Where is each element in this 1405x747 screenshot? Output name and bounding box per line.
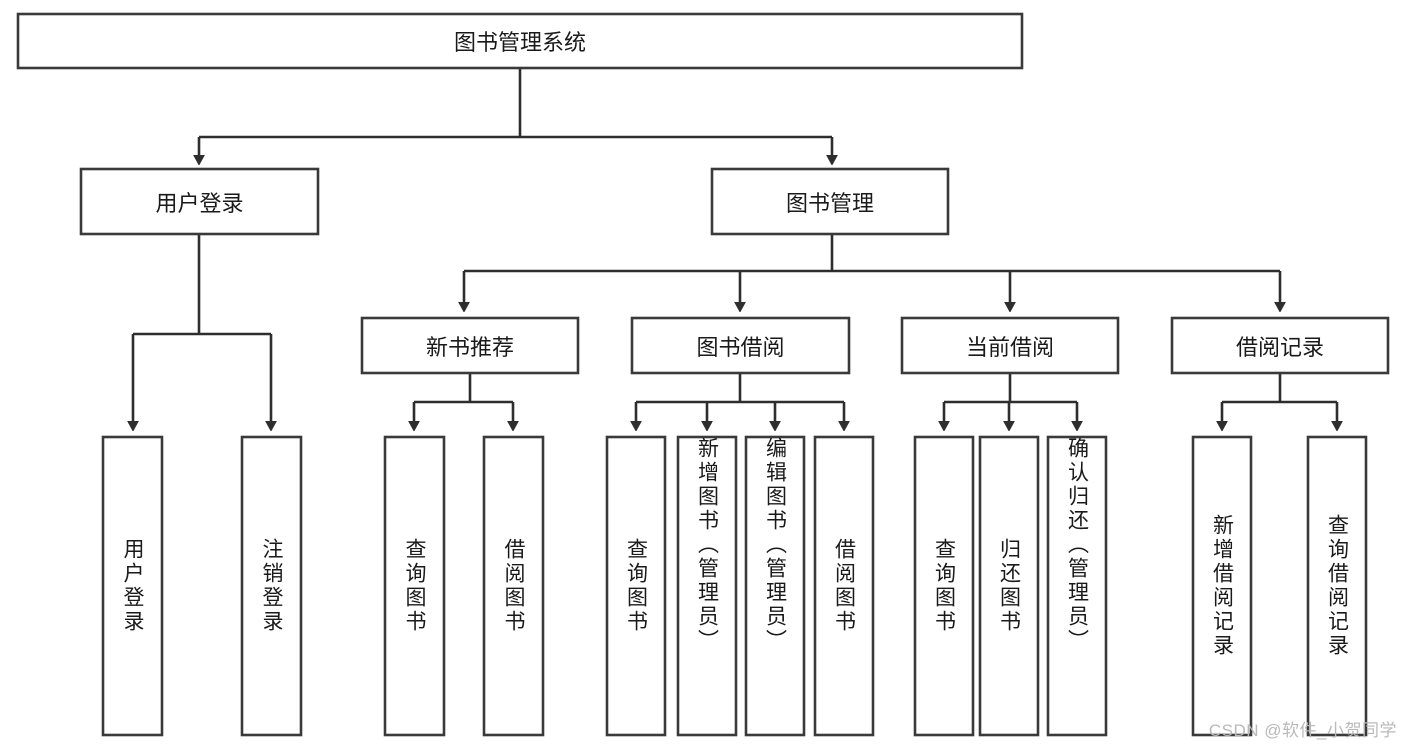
csdn-watermark: CSDN @软件_小贺同学 bbox=[1208, 721, 1397, 740]
leaf-book-borrow-1[interactable] bbox=[676, 435, 738, 737]
connector-bookborrow-to-leaves bbox=[636, 373, 844, 422]
connector-newbook-to-leaves bbox=[414, 373, 513, 422]
leaf-user-login-0[interactable] bbox=[101, 435, 164, 737]
leaf-user-login-1[interactable] bbox=[240, 435, 303, 737]
leaf-new-book-0[interactable] bbox=[383, 435, 446, 737]
connector-currentborrow-to-leaves bbox=[944, 373, 1077, 422]
leaf-book-borrow-3[interactable] bbox=[813, 435, 875, 737]
node-book-borrow[interactable] bbox=[630, 316, 851, 375]
node-root[interactable] bbox=[16, 12, 1024, 70]
connector-userlogin-to-leaves bbox=[133, 234, 271, 422]
connector-root-to-level2 bbox=[199, 68, 832, 156]
node-new-book-recommend[interactable] bbox=[360, 316, 580, 375]
leaf-borrow-record-0[interactable] bbox=[1191, 435, 1253, 737]
leaf-current-borrow-2[interactable] bbox=[1046, 435, 1108, 737]
leaf-book-borrow-2[interactable] bbox=[744, 435, 806, 737]
leaf-new-book-1[interactable] bbox=[482, 435, 545, 737]
leaf-current-borrow-1[interactable] bbox=[978, 435, 1040, 737]
node-current-borrow[interactable] bbox=[900, 316, 1120, 375]
leaf-current-borrow-0[interactable] bbox=[913, 435, 975, 737]
node-book-management[interactable] bbox=[710, 167, 950, 236]
node-user-login[interactable] bbox=[79, 167, 320, 236]
node-borrow-record[interactable] bbox=[1170, 316, 1390, 375]
leaf-book-borrow-0[interactable] bbox=[605, 435, 667, 737]
connector-borrowrecord-to-leaves bbox=[1222, 373, 1337, 422]
leaf-borrow-record-1[interactable] bbox=[1306, 435, 1368, 737]
connector-bookmgmt-to-level3 bbox=[464, 234, 1280, 303]
